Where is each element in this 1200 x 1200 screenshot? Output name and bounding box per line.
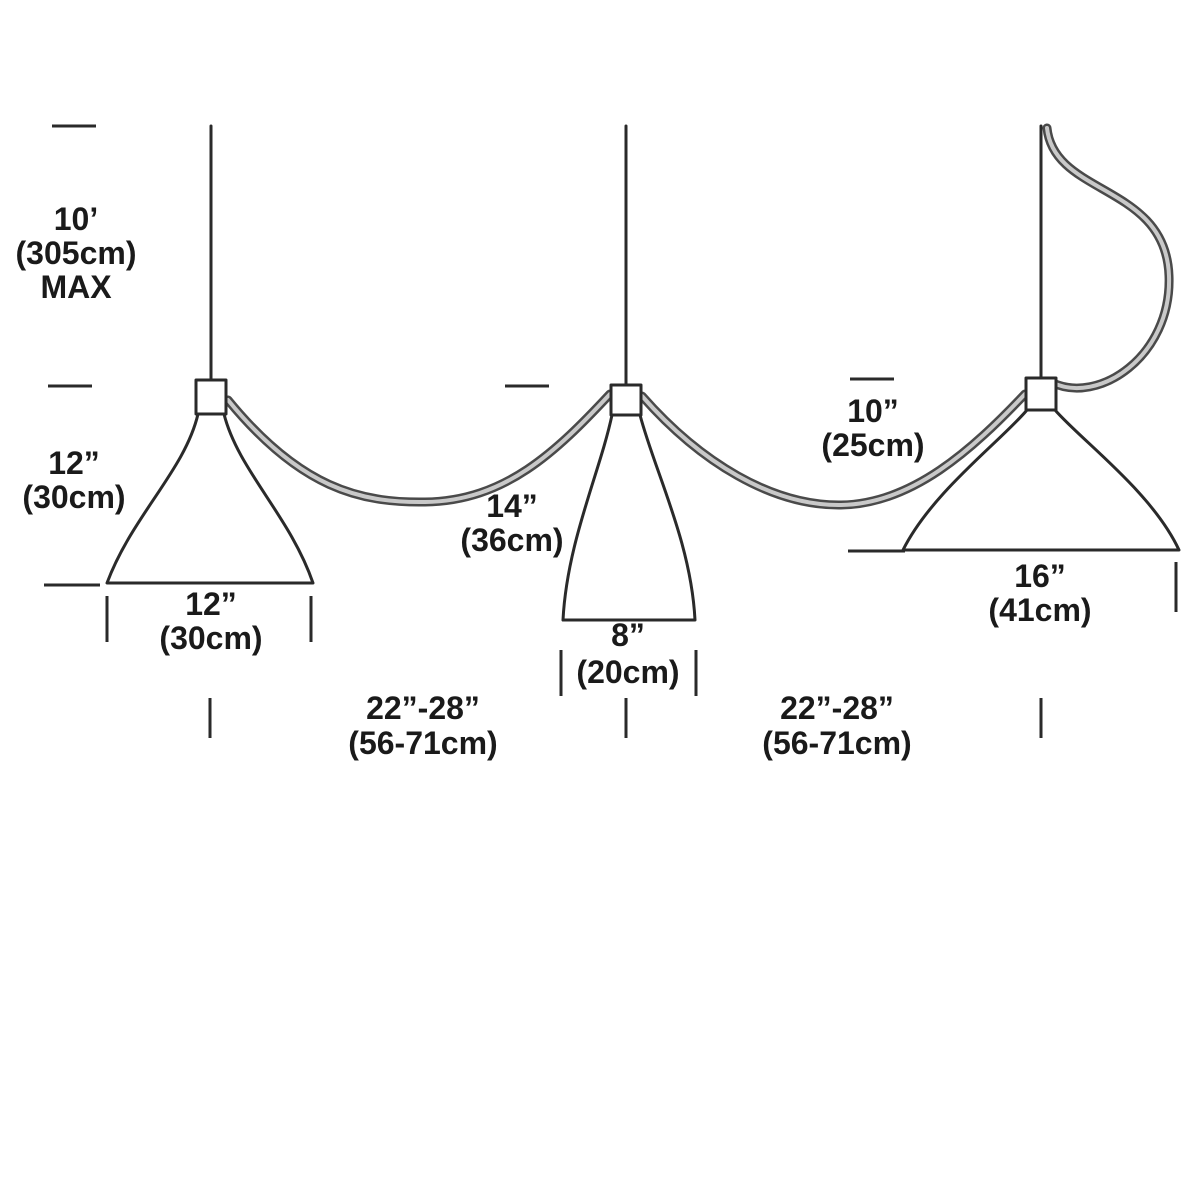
swag-cables bbox=[223, 123, 1174, 510]
label-left-width-metric: (30cm) bbox=[159, 620, 262, 656]
pendant-center-socket bbox=[609, 383, 643, 417]
pendant-right bbox=[901, 124, 1181, 552]
dimension-labels: 10’ (305cm) MAX 12” (30cm) 12” (30cm) 14… bbox=[16, 201, 1092, 761]
pendant-right-socket bbox=[1024, 376, 1058, 412]
label-drop-max-metric: (305cm) bbox=[16, 235, 137, 271]
dimension-ticks bbox=[44, 124, 1178, 738]
label-left-height-value: 12” bbox=[48, 445, 100, 481]
label-right-width-metric: (41cm) bbox=[988, 592, 1091, 628]
pendant-center-shade bbox=[561, 413, 697, 622]
label-center-height-metric: (36cm) bbox=[460, 522, 563, 558]
pendant-left-socket bbox=[194, 378, 228, 416]
label-spacing-left-value: 22”-28” bbox=[366, 690, 480, 726]
pendant-left-shade bbox=[105, 412, 315, 585]
excess-cable-loop-outer bbox=[1042, 123, 1174, 393]
label-center-width-value: 8” bbox=[611, 617, 645, 653]
label-right-height-metric: (25cm) bbox=[821, 427, 924, 463]
label-spacing-right-value: 22”-28” bbox=[780, 690, 894, 726]
pendant-center bbox=[561, 124, 697, 622]
label-drop-max-value: 10’ bbox=[54, 201, 98, 237]
label-center-width-metric: (20cm) bbox=[576, 654, 679, 690]
swag-cable-left-center-inner bbox=[226, 392, 612, 505]
excess-cable-loop-inner bbox=[1045, 126, 1172, 390]
label-spacing-left-metric: (56-71cm) bbox=[348, 725, 497, 761]
label-left-height-metric: (30cm) bbox=[22, 479, 125, 515]
label-spacing-right-metric: (56-71cm) bbox=[762, 725, 911, 761]
swag-cable-center-right-inner bbox=[640, 392, 1027, 508]
pendant-left bbox=[105, 124, 315, 585]
pendant-right-shade bbox=[901, 408, 1181, 552]
label-drop-max-suffix: MAX bbox=[40, 269, 112, 305]
label-right-height-value: 10” bbox=[847, 393, 899, 429]
label-right-width-value: 16” bbox=[1014, 558, 1066, 594]
label-left-width-value: 12” bbox=[185, 586, 237, 622]
label-center-height-value: 14” bbox=[486, 488, 538, 524]
